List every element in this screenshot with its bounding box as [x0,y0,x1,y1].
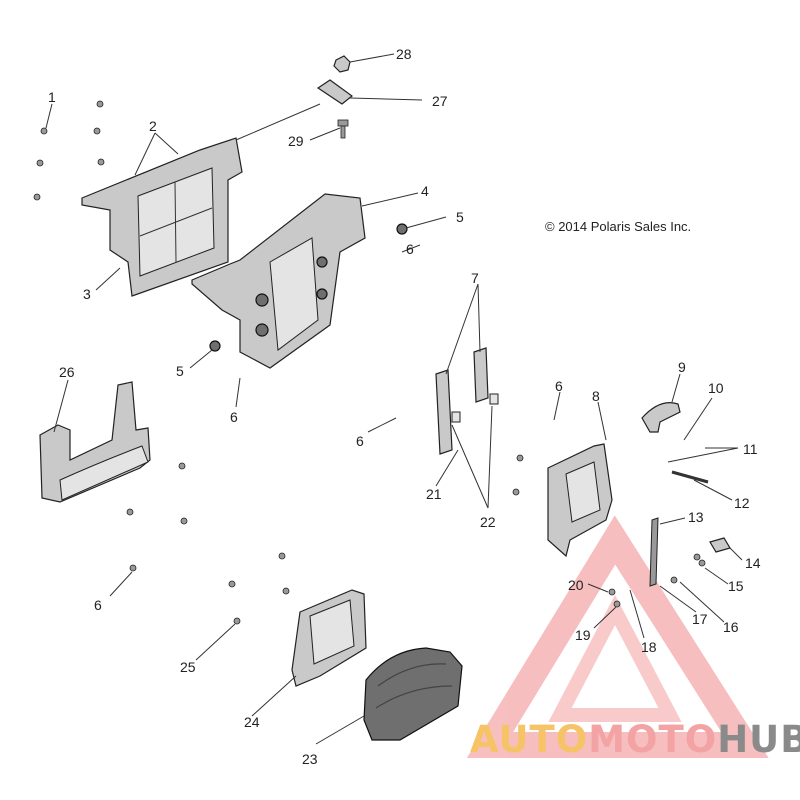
part-8-latch-plate [547,443,613,558]
leader-lines [45,53,743,745]
part-27-strap [316,79,353,105]
callout-29: 29 [288,133,304,149]
part-3-frame [81,137,243,297]
callout-13: 13 [688,509,704,525]
watermark-logo [466,515,769,758]
part-29-bolt [337,119,349,139]
callout-25: 25 [180,659,196,675]
callout-6c: 6 [356,433,364,449]
callout-8: 8 [592,388,600,404]
part-26-lower-bracket [39,381,151,503]
callout-23: 23 [302,751,318,767]
callout-20: 20 [568,577,584,593]
callout-3: 3 [83,286,91,302]
callout-18: 18 [641,639,657,655]
part-24-seat-base [291,589,367,687]
part-12-rod [671,470,709,484]
callout-6a: 6 [406,241,414,257]
callout-10: 10 [708,380,724,396]
callout-11: 11 [743,441,758,457]
callout-21: 21 [426,486,442,502]
callout-22: 22 [480,514,496,530]
watermark-part-hub: HUB [717,718,800,761]
part-14-clip [709,537,731,553]
callout-16: 16 [723,619,739,635]
callout-2: 2 [149,118,157,134]
callout-15: 15 [728,578,744,594]
part-28-nut [333,55,351,73]
callout-24: 24 [244,714,260,730]
callout-6d: 6 [555,378,563,394]
part-7-rails [435,347,499,455]
watermark-part-auto: AUTO [470,718,589,761]
callout-5a: 5 [456,209,464,225]
callout-12: 12 [734,495,750,511]
callout-26: 26 [59,364,75,380]
copyright-notice: © 2014 Polaris Sales Inc. [545,219,692,234]
callout-4: 4 [421,183,429,199]
part-13-lever [649,517,659,587]
callout-7: 7 [471,270,479,286]
callout-6b: 6 [230,409,238,425]
part-5-nuts [209,223,408,352]
part-23-cushion [363,647,463,741]
watermark-part-moto: MOTO [588,718,718,761]
callout-9: 9 [678,359,686,375]
callout-1: 1 [48,89,56,105]
part-4-mounting-plate [191,193,366,369]
watermark-text: AUTOMOTOHUB [470,718,800,761]
callout-5b: 5 [176,363,184,379]
callout-17: 17 [692,611,708,627]
callout-14: 14 [745,555,761,571]
callout-28: 28 [396,46,412,62]
callout-27: 27 [432,93,448,109]
callout-19: 19 [575,627,591,643]
callout-numbers: 1 2 3 4 5 6 5 6 6 7 26 6 8 9 10 11 12 13… [48,46,761,767]
callout-6e: 6 [94,597,102,613]
hardware-screws [33,100,706,625]
part-9-handle [641,402,681,433]
